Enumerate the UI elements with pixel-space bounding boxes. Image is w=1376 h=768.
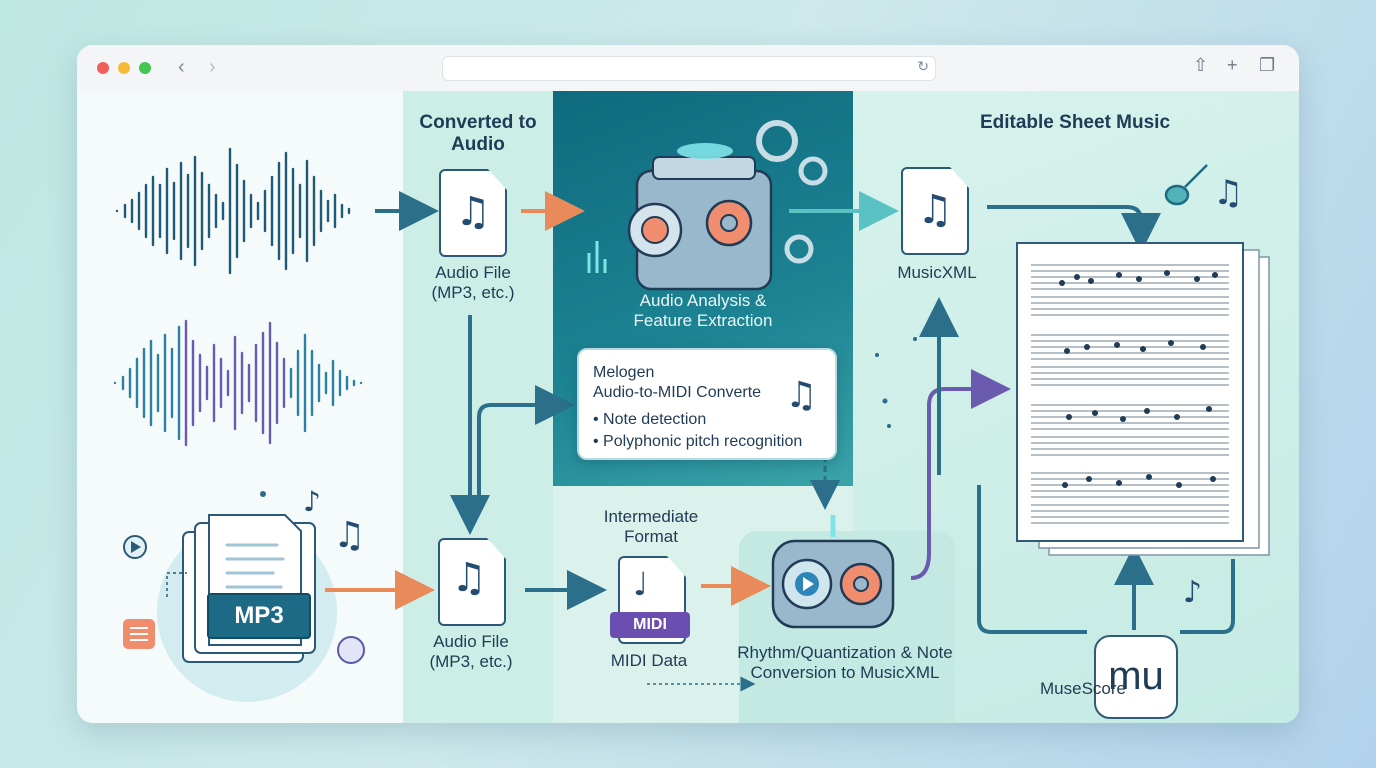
musicxml-file-icon <box>901 167 969 255</box>
mp3-badge: MP3 <box>207 593 311 639</box>
share-icon[interactable]: ⇧ <box>1193 55 1209 75</box>
midi-data-label: MIDI Data <box>610 651 688 670</box>
audio-file-bottom-icon <box>438 538 506 626</box>
minimize-window-button[interactable] <box>118 62 130 74</box>
address-bar[interactable]: ↻ <box>442 56 936 81</box>
music-note-icon: ♫ <box>455 189 491 235</box>
music-note-icon: ♫ <box>451 555 487 601</box>
converter-title-line2: Audio-to-MIDI Converte <box>593 384 762 401</box>
plus-icon[interactable]: + <box>1227 55 1238 75</box>
sheet-music-page <box>1016 242 1244 542</box>
arrow-to-converter <box>477 385 575 500</box>
musescore-label: MuseScore <box>1040 679 1126 698</box>
waveform-icon <box>113 319 363 447</box>
music-note-icon: ♫ <box>333 515 366 556</box>
reload-icon[interactable]: ↻ <box>917 58 929 74</box>
forward-arrow-icon[interactable]: › <box>209 56 216 78</box>
connector-left <box>977 485 1087 634</box>
midi-badge: MIDI <box>610 612 690 638</box>
music-note-icon: ♪ <box>1183 575 1203 610</box>
title-bar: ‹ › ↻ ⇧ + ❐ <box>77 45 1299 92</box>
musescore-logo: mu <box>1094 635 1178 719</box>
tabs-icon[interactable]: ❐ <box>1259 55 1276 75</box>
editable-sheet-music-heading: Editable Sheet Music <box>979 112 1171 133</box>
back-arrow-icon[interactable]: ‹ <box>178 56 185 78</box>
music-note-icon: ♫ <box>917 187 953 233</box>
waveform-icon <box>115 147 351 275</box>
audio-icon <box>337 636 365 664</box>
audio-file-top-label: Audio File (MP3, etc.) <box>431 263 515 303</box>
analysis-label: Audio Analysis & Feature Extraction <box>633 291 773 331</box>
connector-right <box>1180 559 1235 634</box>
converter-bullet-polyphonic: • Polyphonic pitch recognition <box>593 433 803 450</box>
notes <box>1059 270 1218 488</box>
converter-bullet-note-detection: • Note detection <box>593 411 707 428</box>
maximize-window-button[interactable] <box>139 62 151 74</box>
arrow-musicxml-to-sheet <box>987 205 1161 253</box>
melogen-converter-card: Melogen Audio-to-MIDI Converte • Note de… <box>577 348 837 460</box>
staff-lines <box>1030 264 1230 524</box>
arrow-rhythm-to-sheet <box>910 369 1011 580</box>
intermediate-format-label: Intermediate Format <box>603 507 699 547</box>
music-note-icon: ♩ <box>633 565 649 603</box>
audio-file-icon <box>439 169 507 257</box>
musicxml-label: MusicXML <box>897 263 977 282</box>
converter-title-line1: Melogen <box>593 364 655 381</box>
music-note-icon: ♫ <box>785 375 818 416</box>
music-note-icon: ♫ <box>1213 173 1244 213</box>
converted-to-audio-heading: Converted to Audio <box>419 112 537 156</box>
analysis-machine-icon <box>587 120 828 291</box>
rhythm-machine-icon <box>771 515 895 629</box>
browser-window: ‹ › ↻ ⇧ + ❐ <box>77 45 1299 723</box>
rhythm-conversion-label: Rhythm/Quantization & Note Conversion to… <box>737 643 953 683</box>
close-window-button[interactable] <box>97 62 109 74</box>
music-note-icon: ♪ <box>303 485 321 518</box>
guitar-icon <box>1164 164 1208 206</box>
audio-file-bottom-label: Audio File (MP3, etc.) <box>429 632 513 672</box>
